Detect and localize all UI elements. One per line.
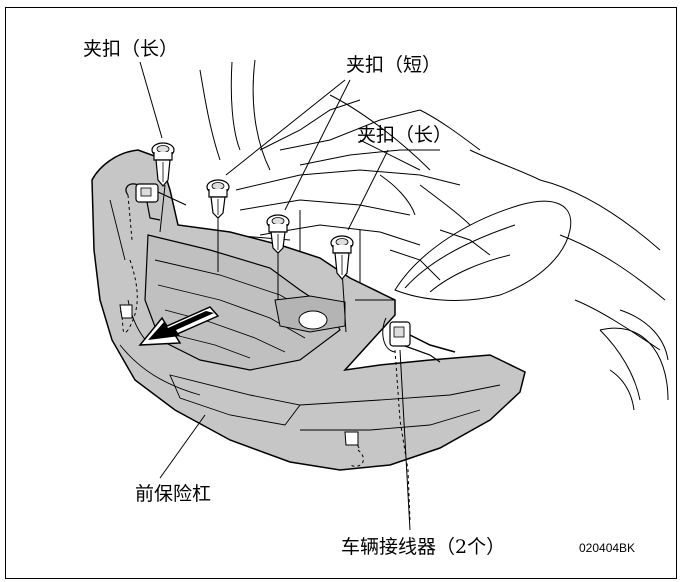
connector-right-icon — [382, 317, 456, 363]
label-clip-short: 夹扣（短） — [346, 54, 442, 76]
clip-long-right-icon — [330, 235, 354, 280]
clip-guide-lines — [139, 61, 389, 333]
label-vehicle-connector: 车辆接线器（2个） — [341, 536, 506, 558]
removal-direction-arrow-icon — [138, 306, 220, 346]
label-clip-long-left: 夹扣（长） — [83, 38, 179, 60]
label-clip-long-right: 夹扣（长） — [357, 124, 453, 146]
clip-short-2-icon — [266, 214, 290, 254]
engine-bay-linework — [199, 59, 669, 411]
clip-short-1-icon — [206, 179, 230, 219]
bottom-leader-lines — [159, 349, 411, 531]
figure-code: 020404BK — [579, 541, 636, 555]
label-front-bumper: 前保险杠 — [135, 483, 212, 505]
connector-left-icon — [125, 183, 187, 241]
figure-frame — [5, 7, 677, 579]
clip-long-left-icon — [151, 142, 175, 187]
front-bumper-shape — [91, 149, 526, 521]
